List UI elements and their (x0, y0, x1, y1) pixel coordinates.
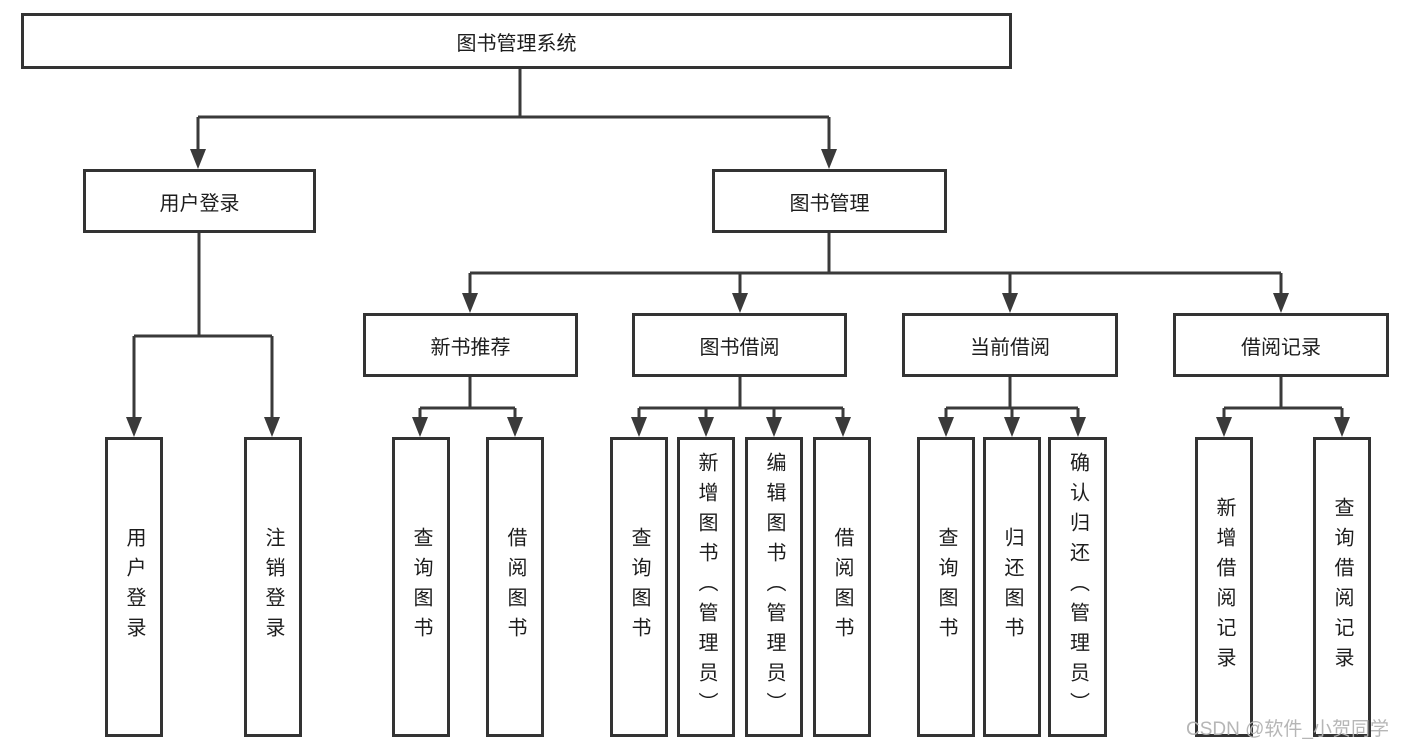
node-user-login-label: 用户登录 (159, 192, 240, 215)
leaf-records-query-record-label: 查询借阅记录 (1331, 497, 1353, 677)
leaf-borrow-borrow-books: 借阅图书 (813, 437, 871, 737)
leaf-user-login-label: 用户登录 (123, 527, 145, 647)
branch-current-borrow (938, 377, 1086, 437)
leaf-current-query-books: 查询图书 (917, 437, 975, 737)
leaf-newbook-borrow-books: 借阅图书 (486, 437, 544, 737)
leaf-records-add-record-label: 新增借阅记录 (1213, 497, 1235, 677)
leaf-borrow-query-books: 查询图书 (610, 437, 668, 737)
node-current-borrow: 当前借阅 (902, 313, 1118, 377)
leaf-newbook-borrow-books-label: 借阅图书 (504, 527, 526, 647)
leaf-current-return-books: 归还图书 (983, 437, 1041, 737)
branch-new-book (412, 377, 523, 437)
leaf-current-confirm-return-admin: 确认归还（管理员） (1048, 437, 1107, 737)
leaf-user-login: 用户登录 (105, 437, 163, 737)
branch-book-management (462, 233, 1289, 313)
node-root-label: 图书管理系统 (456, 32, 577, 55)
node-root: 图书管理系统 (21, 13, 1012, 69)
leaf-current-return-books-label: 归还图书 (1001, 527, 1023, 647)
node-current-borrow-label: 当前借阅 (970, 336, 1050, 359)
node-book-management: 图书管理 (712, 169, 947, 233)
branch-user-login (126, 233, 280, 437)
leaf-records-add-record: 新增借阅记录 (1195, 437, 1253, 737)
leaf-logout: 注销登录 (244, 437, 302, 737)
leaf-logout-label: 注销登录 (262, 527, 284, 647)
node-user-login: 用户登录 (83, 169, 316, 233)
leaf-current-confirm-return-admin-label: 确认归还（管理员） (1066, 452, 1089, 722)
leaf-newbook-query-books: 查询图书 (392, 437, 450, 737)
node-book-borrow-label: 图书借阅 (699, 336, 780, 359)
branch-book-borrow (631, 377, 851, 437)
node-borrow-records: 借阅记录 (1173, 313, 1389, 377)
branch-borrow-records (1216, 377, 1350, 437)
leaf-newbook-query-books-label: 查询图书 (410, 527, 432, 647)
node-borrow-records-label: 借阅记录 (1241, 336, 1321, 359)
csdn-watermark: CSDN @软件_小贺同学 (1186, 719, 1389, 740)
leaf-records-query-record: 查询借阅记录 (1313, 437, 1371, 737)
leaf-borrow-add-books-admin-label: 新增图书（管理员） (695, 452, 717, 722)
branch-root (190, 68, 837, 169)
node-book-management-label: 图书管理 (789, 192, 870, 215)
leaf-borrow-add-books-admin: 新增图书（管理员） (677, 437, 735, 737)
leaf-borrow-borrow-books-label: 借阅图书 (831, 527, 853, 647)
leaf-borrow-edit-books-admin: 编辑图书（管理员） (745, 437, 803, 737)
node-book-borrow: 图书借阅 (632, 313, 847, 377)
node-new-book-recommend-label: 新书推荐 (430, 336, 511, 359)
leaf-borrow-edit-books-admin-label: 编辑图书（管理员） (763, 452, 785, 722)
leaf-borrow-query-books-label: 查询图书 (628, 527, 650, 647)
node-new-book-recommend: 新书推荐 (363, 313, 578, 377)
leaf-current-query-books-label: 查询图书 (935, 527, 957, 647)
